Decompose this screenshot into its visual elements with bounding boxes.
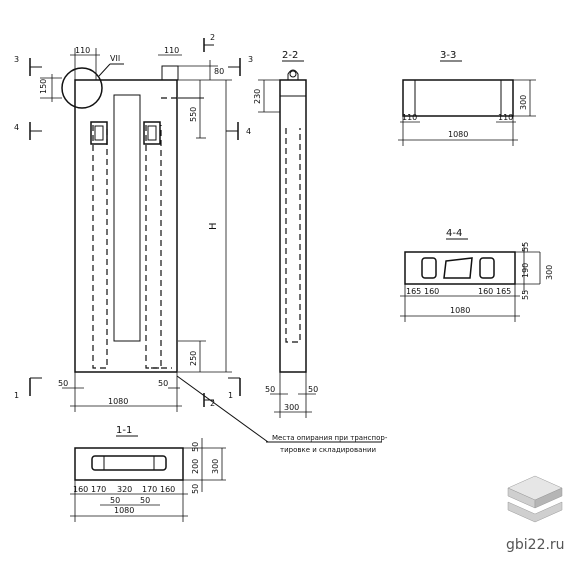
front-dim-80: 80 — [214, 67, 224, 76]
front-dim-110-left: 110 — [75, 46, 90, 55]
cut-mark-3-right: 3 — [248, 55, 253, 64]
cut-mark-4-right: 4 — [246, 127, 251, 136]
hollow-core-3 — [479, 257, 495, 279]
detail-circle — [61, 67, 103, 109]
logo-layer-bottom — [507, 501, 563, 523]
sec33-dim-110-left: 110 — [402, 113, 417, 122]
sec44-dim-160-right: 160 — [478, 287, 493, 296]
section-1-1: 1-1 50 200 300 50 160 170 320 170 160 50… — [70, 425, 226, 522]
sec11-dim-1080: 1080 — [114, 506, 134, 515]
side-outline — [279, 79, 307, 373]
sec44-dim-300: 300 — [545, 265, 554, 280]
section-1-1-cavity — [91, 455, 167, 471]
support-note-line-2: тировке и складировании — [280, 446, 376, 454]
side-view-2-2: 2-2 230 300 50 50 — [253, 50, 318, 418]
support-note-line-1: Места опирания при транспор- — [272, 434, 388, 442]
sec11-dim-170-right: 170 — [142, 485, 157, 494]
sec44-dim-165-right: 165 — [496, 287, 511, 296]
sec44-dim-190: 190 — [521, 263, 530, 278]
front-dim-110-right: 110 — [164, 46, 179, 55]
sec11-dim-320: 320 — [117, 485, 132, 494]
front-dim-50-right: 50 — [158, 379, 168, 388]
cut-mark-2-top: 2 — [210, 33, 215, 42]
section-title-4-4: 4-4 — [446, 228, 462, 239]
section-3-3-outline — [402, 79, 514, 117]
side-dim-50-right: 50 — [308, 385, 318, 394]
sec11-dim-160-right: 160 — [160, 485, 175, 494]
side-lifting-loop — [287, 69, 299, 80]
hollow-channel-left — [92, 125, 108, 369]
hollow-channel-right — [145, 125, 162, 369]
side-dim-50-left: 50 — [265, 385, 275, 394]
side-hollow — [285, 128, 301, 343]
sec44-dim-1080: 1080 — [450, 306, 470, 315]
front-dim-150: 150 — [39, 79, 48, 94]
sec11-dim-170-left: 170 — [91, 485, 106, 494]
support-note: Места опирания при транспор- тировке и с… — [176, 375, 388, 454]
sec33-dim-1080: 1080 — [448, 130, 468, 139]
watermark-text: gbi22.ru — [506, 537, 565, 553]
front-dim-250: 250 — [189, 351, 198, 366]
hollow-core-2 — [443, 257, 473, 279]
section-4-4: 4-4 55 190 300 55 165 160 160 165 1080 — [400, 228, 554, 322]
detail-ref-label: VII — [110, 54, 120, 63]
lifting-lug — [161, 65, 179, 81]
watermark-logo: gbi22.ru — [506, 475, 565, 553]
sec33-dim-110-right: 110 — [498, 113, 513, 122]
section-4-4-outline — [404, 251, 516, 285]
sec11-dim-50-top: 50 — [191, 442, 200, 452]
sec11-dim-300: 300 — [211, 459, 220, 474]
cut-mark-3-left: 3 — [14, 55, 19, 64]
section-title-3-3: 3-3 — [440, 50, 456, 61]
sec11-dim-50-mid-left: 50 — [110, 496, 120, 505]
cut-mark-1-right: 1 — [228, 391, 233, 400]
front-dim-50-left: 50 — [58, 379, 68, 388]
front-dim-1080: 1080 — [108, 397, 128, 406]
hollow-core-1 — [421, 257, 437, 279]
sec11-dim-50-bottom: 50 — [191, 484, 200, 494]
front-dim-550: 550 — [189, 107, 198, 122]
side-dim-300: 300 — [284, 403, 299, 412]
sec44-dim-165-left: 165 — [406, 287, 421, 296]
sec11-dim-50-mid-right: 50 — [140, 496, 150, 505]
front-height-label: H — [208, 222, 219, 230]
embedded-part-left — [90, 121, 108, 145]
sec44-dim-55-bottom: 55 — [521, 290, 530, 300]
section-title-1-1: 1-1 — [116, 425, 132, 436]
cut-mark-1-left: 1 — [14, 391, 19, 400]
section-3-3: 3-3 300 110 110 1080 — [398, 50, 536, 146]
side-dim-230: 230 — [253, 89, 262, 104]
sec33-dim-300: 300 — [519, 95, 528, 110]
sec44-dim-55-top: 55 — [521, 242, 530, 252]
cut-mark-4-left: 4 — [14, 123, 19, 132]
front-view: VII 3 3 4 4 1 1 2 2 110 110 80 — [14, 33, 253, 412]
groove — [113, 94, 141, 342]
sec11-dim-200: 200 — [191, 459, 200, 474]
embedded-part-right — [143, 121, 161, 145]
cut-mark-2-bottom: 2 — [210, 399, 215, 408]
sec11-dim-160-left: 160 — [73, 485, 88, 494]
sec44-dim-160-left: 160 — [424, 287, 439, 296]
section-title-2-2: 2-2 — [282, 50, 298, 61]
section-1-1-outline — [74, 447, 184, 481]
